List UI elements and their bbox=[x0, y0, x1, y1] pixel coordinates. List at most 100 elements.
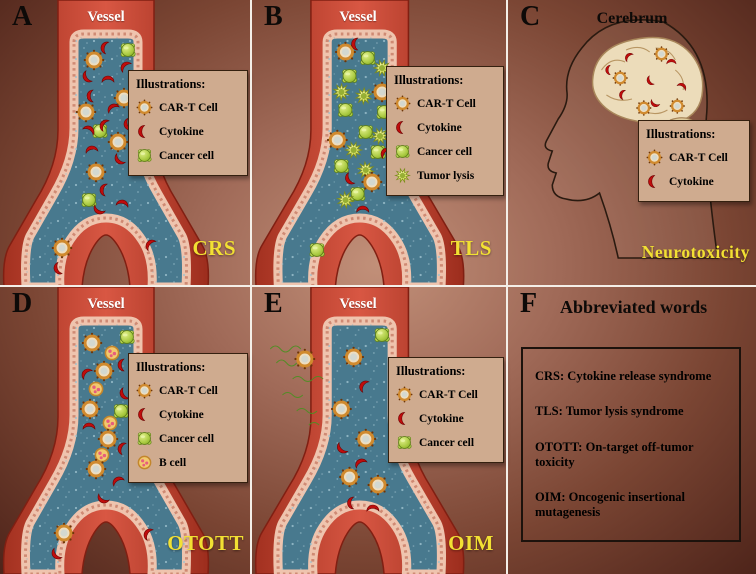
cancer-cell-icon bbox=[360, 51, 376, 66]
car-t-cell-icon bbox=[92, 359, 116, 383]
car-t-cell-icon bbox=[84, 160, 108, 184]
cancer-cell-icon bbox=[341, 69, 358, 84]
panel-letter-a: A bbox=[12, 1, 33, 32]
abbreviations-title: Abbreviated words bbox=[560, 297, 708, 317]
car-t-cell-icon bbox=[136, 382, 153, 399]
legend-item-label: CAR-T Cell bbox=[159, 384, 218, 397]
car-t-cell-icon bbox=[52, 521, 76, 545]
legend-item: Cytokine bbox=[646, 173, 742, 190]
panel-caption-tls: TLS bbox=[450, 236, 492, 260]
legend-title: Illustrations: bbox=[646, 127, 716, 141]
legend-item: Cytokine bbox=[136, 406, 240, 423]
cancer-cell-icon bbox=[337, 103, 354, 118]
car-t-cell-icon bbox=[359, 170, 384, 194]
car-t-cell-icon bbox=[652, 45, 671, 63]
panel-caption-neurotoxicity: Neurotoxicity bbox=[641, 242, 750, 262]
car-t-cell-icon bbox=[78, 397, 102, 421]
b-cell-icon bbox=[137, 455, 152, 470]
panel-letter-e: E bbox=[264, 288, 283, 319]
legend-item: CAR-T Cell bbox=[646, 149, 742, 166]
cancer-cell-icons bbox=[374, 328, 390, 343]
b-cell-icon bbox=[102, 415, 118, 431]
cytokine-icon bbox=[398, 412, 405, 425]
cancer-cell-icon bbox=[137, 432, 152, 446]
legend-item-label: Cancer cell bbox=[419, 436, 475, 449]
cytokine-icon bbox=[648, 175, 655, 188]
car-t-cell-icon bbox=[80, 331, 104, 355]
panel-divider-vertical-2 bbox=[506, 0, 508, 574]
legend-item-label: CAR-T Cell bbox=[419, 388, 478, 401]
legend-item: Cancer cell bbox=[396, 434, 496, 451]
b-cell-icon bbox=[88, 381, 104, 397]
legend-item: Cytokine bbox=[136, 123, 240, 140]
abbreviation-definition: CRS: Cytokine release syndrome bbox=[535, 369, 712, 384]
cancer-cell-icon bbox=[113, 404, 129, 419]
dna-scribbles bbox=[269, 345, 324, 426]
car-t-cell-icon bbox=[394, 95, 411, 112]
legend-item-label: B cell bbox=[159, 456, 187, 469]
cancer-cell-icon bbox=[81, 193, 97, 208]
car-t-cell-icon bbox=[396, 386, 413, 403]
car-t-cell-icon bbox=[50, 236, 74, 260]
cancer-cell-icon bbox=[333, 159, 350, 174]
panel-letter-c: C bbox=[520, 1, 541, 32]
legend-item-label: CAR-T Cell bbox=[417, 97, 476, 110]
car-t-cell-icon bbox=[74, 100, 98, 124]
cancer-cell-icon bbox=[137, 149, 152, 163]
legend-item-label: Cytokine bbox=[159, 408, 204, 421]
cancer-cell-icon bbox=[309, 243, 325, 258]
cancer-cell-icon bbox=[119, 330, 135, 345]
abbreviation-definition: OTOTT: On-target off-tumor toxicity bbox=[535, 439, 694, 469]
panel-caption-otott: OTOTT bbox=[167, 531, 244, 555]
car-t-cell-icon bbox=[341, 345, 366, 369]
car-t-cell-icon bbox=[329, 397, 354, 421]
panel-b: B Vessel Illustrations: CAR-T Cell Cytok… bbox=[252, 0, 508, 287]
legend-item-label: Cytokine bbox=[669, 175, 714, 188]
panel-caption-crs: CRS bbox=[192, 236, 236, 260]
legend-title: Illustrations: bbox=[136, 77, 206, 91]
legend-item: CAR-T Cell bbox=[136, 382, 240, 399]
cancer-cell-icon bbox=[397, 436, 412, 450]
legend-item-label: Tumor lysis bbox=[417, 169, 475, 182]
car-t-cell-icon bbox=[337, 465, 362, 489]
car-t-cell-icon bbox=[646, 149, 663, 166]
cancer-cell-icon bbox=[374, 328, 390, 343]
b-cell-icon bbox=[104, 345, 120, 361]
legend-item-label: Cytokine bbox=[159, 125, 204, 138]
panel-divider-horizontal bbox=[0, 285, 756, 287]
abbreviation-definition: TLS: Tumor lysis syndrome bbox=[535, 404, 684, 419]
abbreviation-definition: OIM: Oncogenic insertional mutagenesis bbox=[535, 489, 685, 519]
legend-box-e: Illustrations: CAR-T Cell Cytokine Cance… bbox=[388, 357, 504, 463]
legend-title: Illustrations: bbox=[136, 360, 206, 374]
legend-title: Illustrations: bbox=[396, 364, 466, 378]
vessel-label: Vessel bbox=[339, 9, 377, 25]
panel-e: E Vessel Illustrations: CAR-T Cell Cytok… bbox=[252, 287, 508, 574]
cancer-cell-icon bbox=[358, 125, 374, 140]
vessel-illustration-e bbox=[252, 287, 508, 574]
legend-item-label: Cytokine bbox=[419, 412, 464, 425]
legend-item: Cytokine bbox=[396, 410, 496, 427]
cytokine-icon bbox=[138, 408, 145, 421]
legend-item: B cell bbox=[136, 454, 240, 471]
legend-item: Cancer cell bbox=[136, 430, 240, 447]
car-t-cell-icon bbox=[668, 97, 686, 115]
legend-item: Cancer cell bbox=[136, 147, 240, 164]
legend-item-label: Cancer cell bbox=[159, 149, 215, 162]
legend-box-d: Illustrations: CAR-T Cell Cytokine Cance… bbox=[128, 353, 248, 483]
legend-item-label: Cancer cell bbox=[417, 145, 473, 158]
vessel-label: Vessel bbox=[339, 296, 377, 312]
legend-item-label: CAR-T Cell bbox=[669, 151, 728, 164]
panel-caption-oim: OIM bbox=[448, 531, 494, 555]
cancer-cell-icon bbox=[395, 145, 410, 159]
legend-item: CAR-T Cell bbox=[136, 99, 240, 116]
panel-letter-f: F bbox=[520, 288, 538, 319]
legend-item: Cancer cell bbox=[394, 143, 496, 160]
cytokine-icon bbox=[396, 121, 403, 134]
legend-item-label: CAR-T Cell bbox=[159, 101, 218, 114]
legend-box-b: Illustrations: CAR-T Cell Cytokine Cance… bbox=[386, 66, 504, 196]
cancer-cell-icon bbox=[120, 43, 136, 58]
panel-f: F Abbreviated words CRS: Cytokine releas… bbox=[508, 287, 756, 574]
cancer-cell-icon bbox=[350, 187, 366, 202]
legend-item: Tumor lysis bbox=[394, 167, 496, 184]
b-cell-icon bbox=[94, 447, 110, 463]
